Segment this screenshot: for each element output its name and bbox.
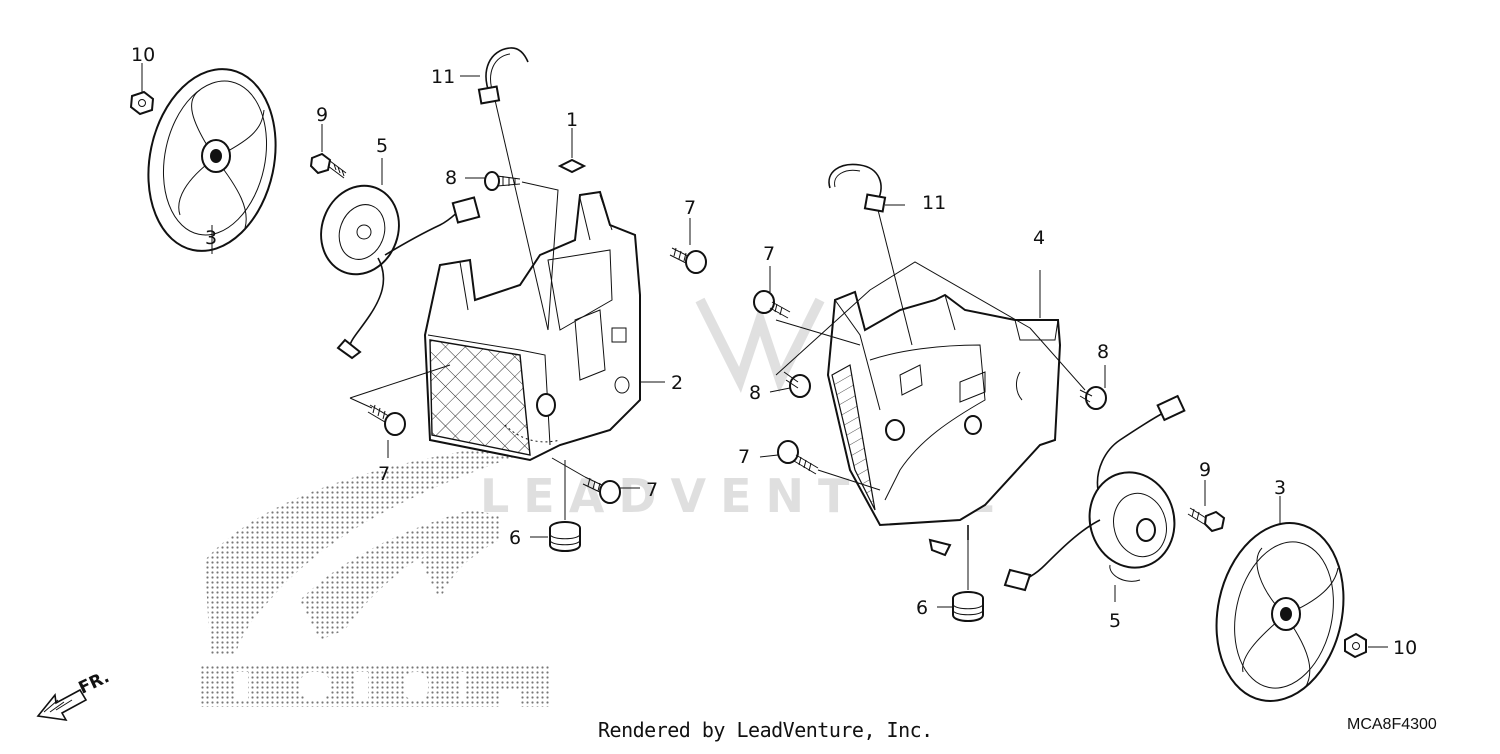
bolt-8-right-left xyxy=(783,371,811,398)
callout-7-lower-left: 7 xyxy=(378,463,390,485)
fan-blade-left xyxy=(147,68,277,252)
rubber-mount-left xyxy=(549,521,581,552)
bolt-7-upper-right xyxy=(669,247,707,274)
front-direction-label: FR. xyxy=(76,667,113,698)
callout-7-upper-right: 7 xyxy=(763,243,775,265)
callout-10-left: 10 xyxy=(131,44,155,66)
fan-blade-right xyxy=(1215,522,1345,702)
bolt-7-upper-right-side xyxy=(753,290,791,319)
callout-9-left: 9 xyxy=(316,104,328,126)
callout-8-left: 8 xyxy=(445,167,457,189)
bolt-7-lower-right-side xyxy=(777,440,819,475)
bolt-7-lower-left xyxy=(367,404,406,436)
callout-3-left: 3 xyxy=(205,227,217,249)
leader-lines-right xyxy=(759,204,1388,648)
callout-4: 4 xyxy=(1033,227,1045,249)
callout-10-right: 10 xyxy=(1393,637,1417,659)
diagram-code: MCA8F4300 xyxy=(1347,716,1437,733)
callout-7-upper-left: 7 xyxy=(684,197,696,219)
wire-clip-right xyxy=(828,163,887,213)
bolt-8-left xyxy=(484,171,521,191)
callout-7-lower-right: 7 xyxy=(738,446,750,468)
front-direction-arrow: FR. xyxy=(36,667,113,722)
callout-8-right-left: 8 xyxy=(749,382,761,404)
fan-shroud-left xyxy=(423,190,641,462)
fan-motor-left xyxy=(320,184,481,360)
nut-left xyxy=(129,90,155,116)
bolt-8-right-right xyxy=(1079,386,1107,410)
callout-9-right: 9 xyxy=(1199,459,1211,481)
callout-2: 2 xyxy=(671,372,683,394)
honda-wing-watermark xyxy=(205,450,520,655)
rubber-mount-right xyxy=(952,591,984,622)
leader-lines-left xyxy=(141,63,691,538)
callout-6-right: 6 xyxy=(916,597,928,619)
callout-labels: 10 9 5 3 11 1 8 7 2 7 6 7 11 7 4 8 8 7 9… xyxy=(131,44,1417,659)
bolt-9-right xyxy=(1187,507,1226,533)
wire-clip-left xyxy=(477,47,529,105)
callout-7-right-of-left: 7 xyxy=(646,479,658,501)
bolt-9-left xyxy=(309,152,347,179)
callout-1: 1 xyxy=(566,109,578,131)
fan-shroud-right xyxy=(826,290,1062,557)
callout-6-left: 6 xyxy=(509,527,521,549)
bolt-7-lower-right xyxy=(582,476,621,504)
callout-3-right: 3 xyxy=(1274,477,1286,499)
fan-motor-right xyxy=(1003,394,1186,592)
callout-11-left: 11 xyxy=(431,66,455,88)
clip-nut xyxy=(557,158,587,174)
honda-wordmark-watermark xyxy=(200,665,550,707)
nut-right xyxy=(1344,632,1367,659)
callout-8-right: 8 xyxy=(1097,341,1109,363)
callout-11-right: 11 xyxy=(922,192,946,214)
callout-5-left: 5 xyxy=(376,135,388,157)
render-credit: Rendered by LeadVenture, Inc. xyxy=(598,718,933,742)
callout-5-right: 5 xyxy=(1109,610,1121,632)
